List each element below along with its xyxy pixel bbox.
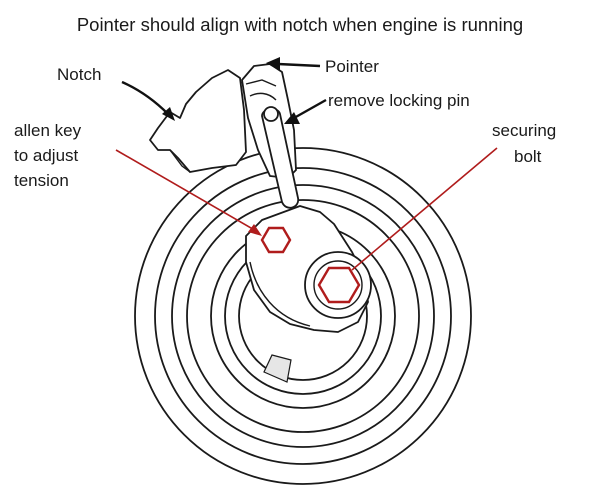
bolt-washer: [313, 260, 363, 310]
pointer-tip-edge: [245, 79, 277, 87]
tensioner-arm-edge: [249, 261, 311, 327]
label-notch: Notch: [57, 65, 101, 84]
label-pointer: Pointer: [325, 57, 379, 76]
wedge-detail: [263, 354, 292, 383]
locking-pin-arrow: [284, 98, 327, 124]
label-allen-key-line3: tension: [14, 171, 69, 190]
notch-plate-edge: [169, 149, 191, 173]
securing-bolt-leader: [351, 147, 498, 271]
notch-arrow: [121, 80, 175, 121]
pulley-ring-outer: [134, 147, 472, 485]
pointer-arrow: [266, 57, 321, 71]
allen-key-leader: [115, 149, 262, 236]
notch-plate: [149, 69, 247, 173]
diagram-title: Pointer should align with notch when eng…: [77, 14, 523, 35]
label-securing-line2: bolt: [514, 147, 542, 166]
label-securing-line1: securing: [492, 121, 556, 140]
pulley-ring-2: [154, 167, 452, 465]
locking-pin-head: [263, 106, 279, 122]
allen-key-hex-icon: [260, 226, 292, 254]
pulley-ring-4: [186, 199, 420, 433]
label-allen-key-line1: allen key: [14, 121, 82, 140]
pointer-body-curve: [249, 92, 277, 101]
label-allen-key-line2: to adjust: [14, 146, 79, 165]
label-remove-locking-pin: remove locking pin: [328, 91, 470, 110]
securing-bolt-hex-icon: [317, 266, 361, 304]
pulley-ring-3: [171, 184, 435, 448]
